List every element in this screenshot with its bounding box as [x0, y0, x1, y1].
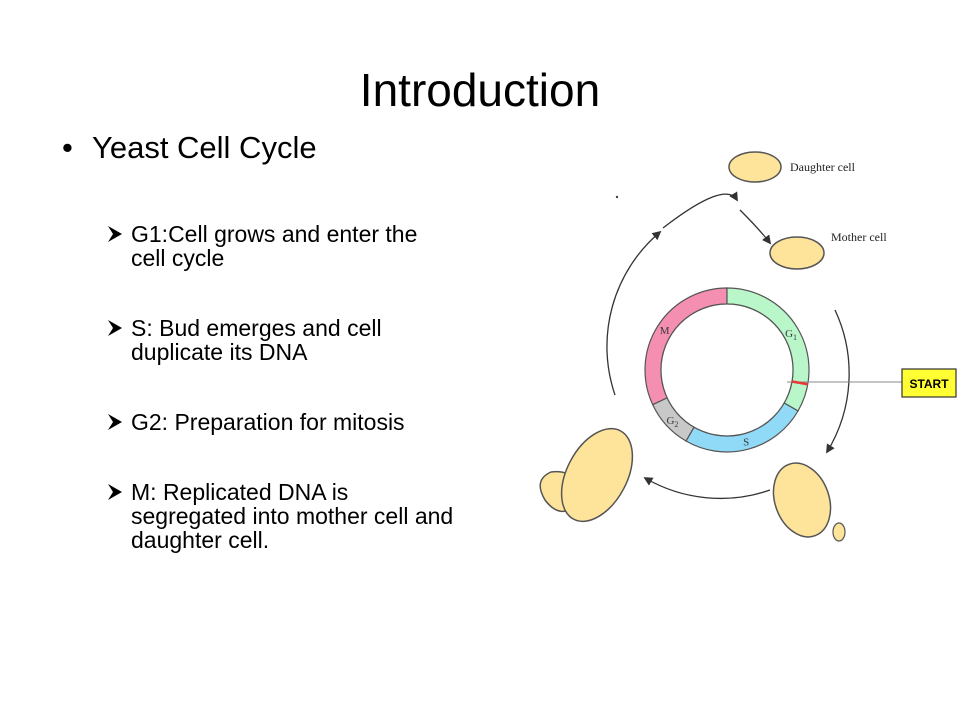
slide-title: Introduction: [359, 64, 601, 116]
phase-item-line: G1:Cell grows and enter the: [131, 221, 418, 247]
arrowhead-bullet-icon: [108, 414, 122, 430]
phase-label-m: M: [660, 325, 670, 337]
phase-item-s: S: Bud emerges and cell duplicate its DN…: [105, 316, 605, 364]
cycle-arrow-right: [826, 309, 850, 454]
stray-dot: [615, 195, 619, 199]
phase-label-g2: G2: [666, 415, 678, 429]
phase-item-line: S: Bud emerges and cell: [131, 315, 382, 341]
phase-ring: M G1S G2: [644, 287, 810, 453]
bullet-dot-icon: •: [62, 130, 73, 165]
arrowhead-bullet-icon: [108, 320, 122, 336]
phase-item-line: segregated into mother cell and: [131, 503, 454, 529]
cycle-arrow-to-daughter: [662, 191, 738, 229]
start-box: [901, 368, 957, 398]
phase-label-g1: G1: [785, 328, 797, 342]
phase-item-m: M: Replicated DNA is segregated into mot…: [105, 480, 605, 552]
ring-center: [660, 303, 794, 437]
phase-item-line: duplicate its DNA: [131, 339, 308, 365]
cell-cycle-svg: Daughter cell Mother cell M G1S G2 START: [539, 151, 957, 542]
phase-item-line: daughter cell.: [131, 527, 270, 553]
phase-item-line: G2: Preparation for mitosis: [131, 409, 405, 435]
arrowhead-bullet-icon: [108, 226, 122, 242]
cycle-arrow-bottom: [643, 477, 771, 500]
budding-cell-right: [772, 462, 846, 542]
mother-cell-label: Mother cell: [831, 230, 887, 244]
phase-item-g1: G1:Cell grows and enter the cell cycle: [105, 222, 605, 270]
start-marker: [791, 380, 808, 386]
mother-cell: [769, 236, 825, 270]
cycle-arrow-left: [606, 230, 662, 396]
daughter-cell-label: Daughter cell: [790, 160, 856, 174]
arrowhead-bullet-icon: [108, 484, 122, 500]
phase-label-s: S: [743, 436, 749, 448]
phase-item-g2: G2: Preparation for mitosis: [105, 410, 605, 434]
phase-list: G1:Cell grows and enter the cell cycle S…: [105, 222, 605, 598]
daughter-cell: [728, 151, 782, 183]
main-bullet-text: Yeast Cell Cycle: [92, 130, 317, 165]
cycle-arrow-to-mother: [739, 209, 772, 245]
start-label: START: [909, 377, 949, 391]
main-bullet: • Yeast Cell Cycle: [62, 128, 317, 168]
phase-item-line: cell cycle: [131, 245, 225, 271]
budding-cell-left: [539, 427, 634, 523]
phase-item-line: M: Replicated DNA is: [131, 479, 349, 505]
